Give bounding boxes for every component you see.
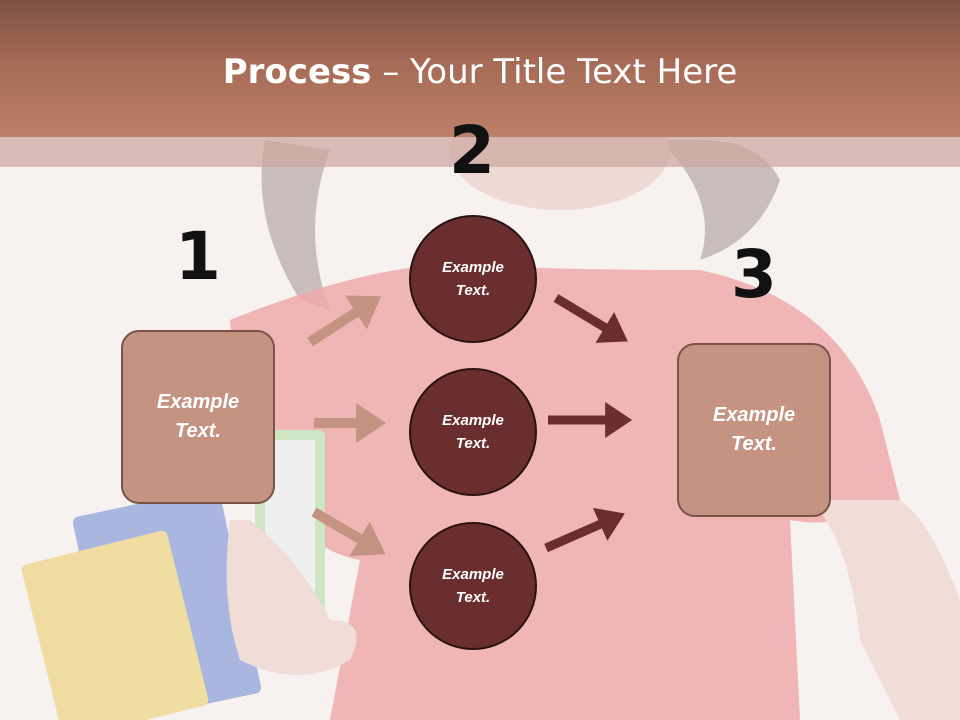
- title-bar: [0, 0, 960, 137]
- right-process-box: Example Text.: [677, 343, 831, 517]
- left-process-box: Example Text.: [121, 330, 275, 504]
- arrow-bottom-to-right: [544, 507, 625, 553]
- process-circle-middle: Example Text.: [409, 368, 537, 496]
- process-circle-top: Example Text.: [409, 215, 537, 343]
- process-circle-bottom: Example Text.: [409, 522, 537, 650]
- title-bold: Process: [222, 52, 372, 92]
- step-number-2: 2: [449, 112, 495, 189]
- title-rest: – Your Title Text Here: [371, 52, 738, 92]
- title-band: [0, 137, 960, 167]
- page-title: Process – Your Title Text Here: [0, 52, 960, 92]
- step-number-3: 3: [731, 236, 777, 313]
- arrow-top-to-right: [553, 294, 628, 343]
- step-number-1: 1: [175, 218, 221, 295]
- arrow-left-to-top: [307, 295, 382, 347]
- arrow-left-to-bottom: [311, 507, 386, 557]
